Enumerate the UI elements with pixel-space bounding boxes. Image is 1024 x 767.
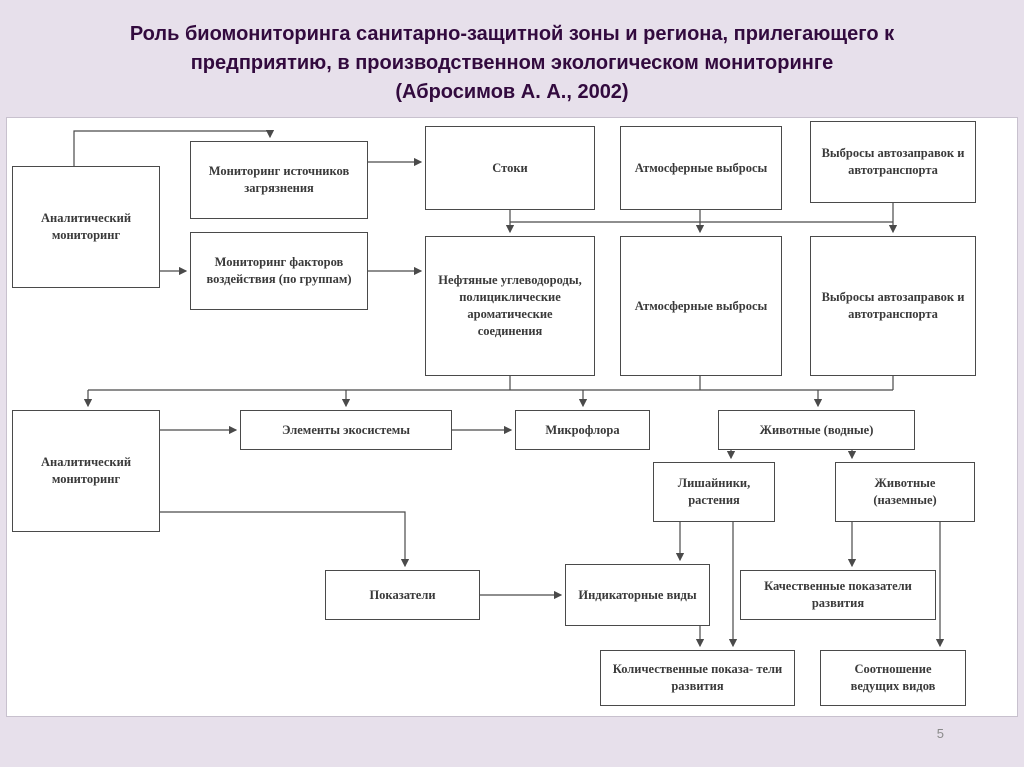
box-terrestrial-animals: Животные (наземные) [835, 462, 975, 522]
box-lichens-plants: Лишайники, растения [653, 462, 775, 522]
slide-title-line-3: (Абросимов А. А., 2002) [395, 81, 629, 103]
box-atmospheric-emissions-top: Атмосферные выбросы [620, 126, 782, 210]
box-pollution-sources-monitoring: Мониторинг источников загрязнения [190, 141, 368, 219]
page-number: 5 [936, 726, 944, 741]
slide-title-line-2: предприятию, в производственном экологич… [190, 52, 834, 74]
box-leading-species-ratio: Соотношение ведущих видов [820, 650, 966, 706]
box-ecosystem-elements: Элементы экосистемы [240, 410, 452, 450]
box-analytical-monitoring-bottom: Аналитический мониторинг [12, 410, 160, 532]
box-effluents: Стоки [425, 126, 595, 210]
box-gas-station-emissions-mid: Выбросы автозаправок и автотранспорта [810, 236, 976, 376]
box-qualitative-development-indicators: Качественные показатели развития [740, 570, 936, 620]
box-indicator-species: Индикаторные виды [565, 564, 710, 626]
box-quantitative-development-indicators: Количественные показа- тели развития [600, 650, 795, 706]
box-atmospheric-emissions-mid: Атмосферные выбросы [620, 236, 782, 376]
box-microflora: Микрофлора [515, 410, 650, 450]
box-impact-factors-monitoring: Мониторинг факторов воздействия (по груп… [190, 232, 368, 310]
box-aquatic-animals: Животные (водные) [718, 410, 915, 450]
slide-title: Роль биомониторинга санитарно-защитной з… [0, 20, 1024, 107]
box-gas-station-emissions-top: Выбросы автозаправок и автотранспорта [810, 121, 976, 203]
box-analytical-monitoring-top: Аналитический мониторинг [12, 166, 160, 288]
box-indicators: Показатели [325, 570, 480, 620]
slide-title-line-1: Роль биомониторинга санитарно-защитной з… [129, 23, 895, 45]
box-petroleum-hydrocarbons: Нефтяные углеводороды, полициклические а… [425, 236, 595, 376]
